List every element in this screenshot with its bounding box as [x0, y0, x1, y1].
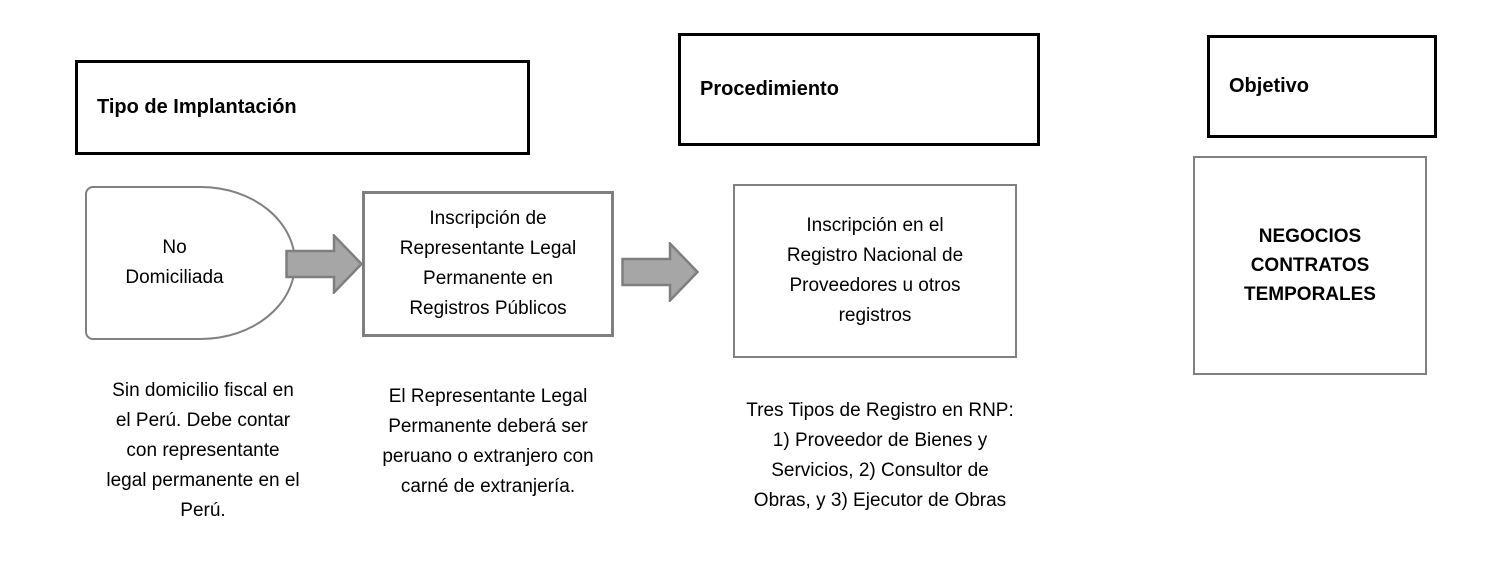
header-box-objetivo: Objetivo [1207, 35, 1437, 138]
node-inscripcion-rnp: Inscripción en el Registro Nacional de P… [733, 184, 1017, 358]
caption-tres-tipos-registro-rnp: Tres Tipos de Registro en RNP: 1) Provee… [746, 400, 1014, 511]
node-label-negocios-contratos-temporales: NEGOCIOS CONTRATOS TEMPORALES [1244, 226, 1376, 305]
header-box-tipo-de-implantacion: Tipo de Implantación [75, 60, 530, 155]
header-label-procedimiento: Procedimiento [700, 78, 839, 100]
node-label-no-domiciliada: No Domiciliada [125, 237, 224, 288]
header-label-tipo-de-implantacion: Tipo de Implantación [97, 96, 297, 118]
header-box-procedimiento: Procedimiento [678, 33, 1040, 146]
caption-no-domiciliada: Sin domicilio fiscal en el Perú. Debe co… [106, 380, 300, 521]
right-arrow-icon [285, 234, 363, 294]
caption-representante-legal: El Representante Legal Permanente deberá… [382, 386, 594, 497]
header-label-objetivo: Objetivo [1229, 75, 1310, 97]
node-label-inscripcion-rnp: Inscripción en el Registro Nacional de P… [786, 215, 964, 326]
node-no-domiciliada: No Domiciliada [85, 186, 296, 340]
node-label-inscripcion-registros-publicos: Inscripción de Representante Legal Perma… [399, 208, 577, 319]
right-arrow-icon [621, 242, 699, 302]
node-inscripcion-registros-publicos: Inscripción de Representante Legal Perma… [362, 191, 614, 337]
node-negocios-contratos-temporales: NEGOCIOS CONTRATOS TEMPORALES [1193, 156, 1427, 375]
